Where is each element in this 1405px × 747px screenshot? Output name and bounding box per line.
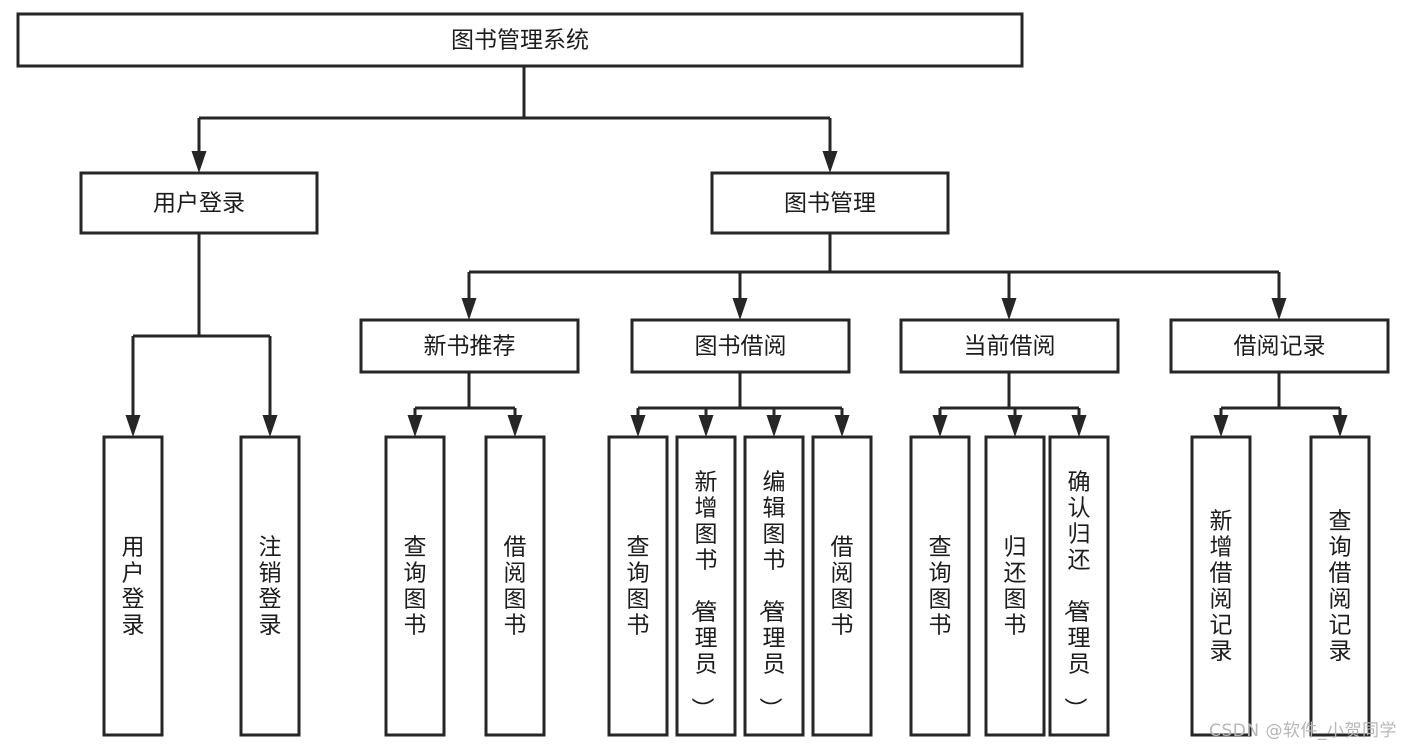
node-label: 借阅图书 bbox=[831, 534, 854, 638]
node-leaf-borrow-book-2[interactable]: 借阅图书 bbox=[811, 435, 873, 737]
node-box-leaf[interactable] bbox=[1048, 435, 1110, 737]
node-box-level3[interactable] bbox=[1169, 318, 1390, 374]
node-leaf-user-logout[interactable]: 注销登录 bbox=[239, 435, 301, 737]
node-borrow-record[interactable]: 借阅记录 bbox=[1169, 318, 1390, 374]
arrow-head-icon bbox=[834, 415, 850, 437]
node-box-level3[interactable] bbox=[630, 318, 851, 374]
arrow-head-icon bbox=[822, 151, 838, 173]
connector-edge-borrowrecord-bus bbox=[1213, 372, 1348, 437]
node-box-leaf[interactable] bbox=[607, 435, 669, 737]
node-leaf-query-book-1[interactable]: 查询图书 bbox=[384, 435, 446, 737]
arrow-head-icon bbox=[1213, 415, 1229, 437]
node-box-level3[interactable] bbox=[359, 318, 580, 374]
node-box-level3[interactable] bbox=[899, 318, 1120, 374]
node-root[interactable]: 图书管理系统 bbox=[16, 12, 1024, 68]
node-label: 新书推荐 bbox=[424, 334, 516, 360]
connector-edge-userlogin-bus bbox=[125, 233, 278, 437]
arrow-head-icon bbox=[1007, 415, 1023, 437]
node-label: 图书借阅 bbox=[695, 334, 787, 360]
node-label: 当前借阅 bbox=[964, 334, 1056, 360]
node-leaf-add-record[interactable]: 新增借阅记录 bbox=[1190, 435, 1252, 737]
node-label: 编辑图书（管理员） bbox=[757, 469, 786, 720]
node-leaf-confirm-return[interactable]: 确认归还（管理员） bbox=[1048, 435, 1110, 737]
node-box-leaf[interactable] bbox=[675, 435, 737, 737]
node-leaf-borrow-book-1[interactable]: 借阅图书 bbox=[484, 435, 546, 737]
node-leaf-query-record[interactable]: 查询借阅记录 bbox=[1309, 435, 1371, 737]
node-label: 查询图书 bbox=[627, 534, 650, 638]
node-label: 图书管理 bbox=[784, 191, 876, 217]
node-new-book-rec[interactable]: 新书推荐 bbox=[359, 318, 580, 374]
node-box-leaf[interactable] bbox=[909, 435, 971, 737]
node-box-root[interactable] bbox=[16, 12, 1024, 68]
node-book-manage[interactable]: 图书管理 bbox=[710, 171, 950, 235]
node-label: 确认归还（管理员） bbox=[1062, 469, 1091, 720]
node-label: 用户登录 bbox=[122, 534, 145, 638]
node-label: 新增借阅记录 bbox=[1210, 508, 1233, 664]
arrow-head-icon bbox=[191, 151, 207, 173]
node-user-login[interactable]: 用户登录 bbox=[79, 171, 319, 235]
node-box-leaf[interactable] bbox=[1190, 435, 1252, 737]
node-leaf-query-book-3[interactable]: 查询图书 bbox=[909, 435, 971, 737]
node-box-leaf[interactable] bbox=[1309, 435, 1371, 737]
node-label: 查询图书 bbox=[929, 534, 952, 638]
node-current-borrow[interactable]: 当前借阅 bbox=[899, 318, 1120, 374]
connector-edge-newbookrec-bus bbox=[407, 372, 523, 437]
node-box-leaf[interactable] bbox=[811, 435, 873, 737]
node-label: 图书管理系统 bbox=[451, 28, 589, 54]
arrow-head-icon bbox=[732, 298, 748, 320]
connector-edge-root-bus bbox=[191, 66, 838, 173]
arrow-head-icon bbox=[125, 415, 141, 437]
arrow-head-icon bbox=[461, 298, 477, 320]
node-book-borrow[interactable]: 图书借阅 bbox=[630, 318, 851, 374]
arrow-head-icon bbox=[766, 415, 782, 437]
watermark-label: CSDN @软件_小贺同学 bbox=[1209, 721, 1397, 741]
node-box-leaf[interactable] bbox=[239, 435, 301, 737]
node-label: 用户登录 bbox=[153, 191, 245, 217]
node-label: 归还图书 bbox=[1004, 534, 1027, 638]
node-box-level2[interactable] bbox=[710, 171, 950, 235]
connector-edge-bookmanage-bus bbox=[461, 233, 1287, 320]
node-label: 借阅图书 bbox=[504, 534, 527, 638]
arrow-head-icon bbox=[698, 415, 714, 437]
nodes-layer: 图书管理系统用户登录图书管理新书推荐图书借阅当前借阅借阅记录用户登录注销登录查询… bbox=[16, 12, 1390, 737]
node-leaf-query-book-2[interactable]: 查询图书 bbox=[607, 435, 669, 737]
connectors-layer bbox=[125, 66, 1348, 437]
node-box-leaf[interactable] bbox=[384, 435, 446, 737]
arrow-head-icon bbox=[1071, 415, 1087, 437]
node-box-leaf[interactable] bbox=[743, 435, 805, 737]
node-box-leaf[interactable] bbox=[102, 435, 164, 737]
node-box-leaf[interactable] bbox=[484, 435, 546, 737]
arrow-head-icon bbox=[507, 415, 523, 437]
arrow-head-icon bbox=[407, 415, 423, 437]
arrow-head-icon bbox=[1271, 298, 1287, 320]
arrow-head-icon bbox=[1001, 298, 1017, 320]
node-leaf-add-book[interactable]: 新增图书（管理员） bbox=[675, 435, 737, 737]
arrow-head-icon bbox=[630, 415, 646, 437]
node-leaf-return-book[interactable]: 归还图书 bbox=[984, 435, 1046, 737]
node-label: 借阅记录 bbox=[1234, 334, 1326, 360]
connector-edge-currentborrow-bus bbox=[932, 372, 1087, 437]
node-leaf-user-login[interactable]: 用户登录 bbox=[102, 435, 164, 737]
node-leaf-edit-book[interactable]: 编辑图书（管理员） bbox=[743, 435, 805, 737]
node-label: 新增图书（管理员） bbox=[689, 469, 718, 720]
arrow-head-icon bbox=[932, 415, 948, 437]
node-label: 查询借阅记录 bbox=[1329, 508, 1352, 664]
node-label: 查询图书 bbox=[404, 534, 427, 638]
node-label: 注销登录 bbox=[259, 534, 282, 638]
node-box-level2[interactable] bbox=[79, 171, 319, 235]
node-box-leaf[interactable] bbox=[984, 435, 1046, 737]
connector-edge-bookborrow-bus bbox=[630, 372, 850, 437]
arrow-head-icon bbox=[262, 415, 278, 437]
arrow-head-icon bbox=[1332, 415, 1348, 437]
